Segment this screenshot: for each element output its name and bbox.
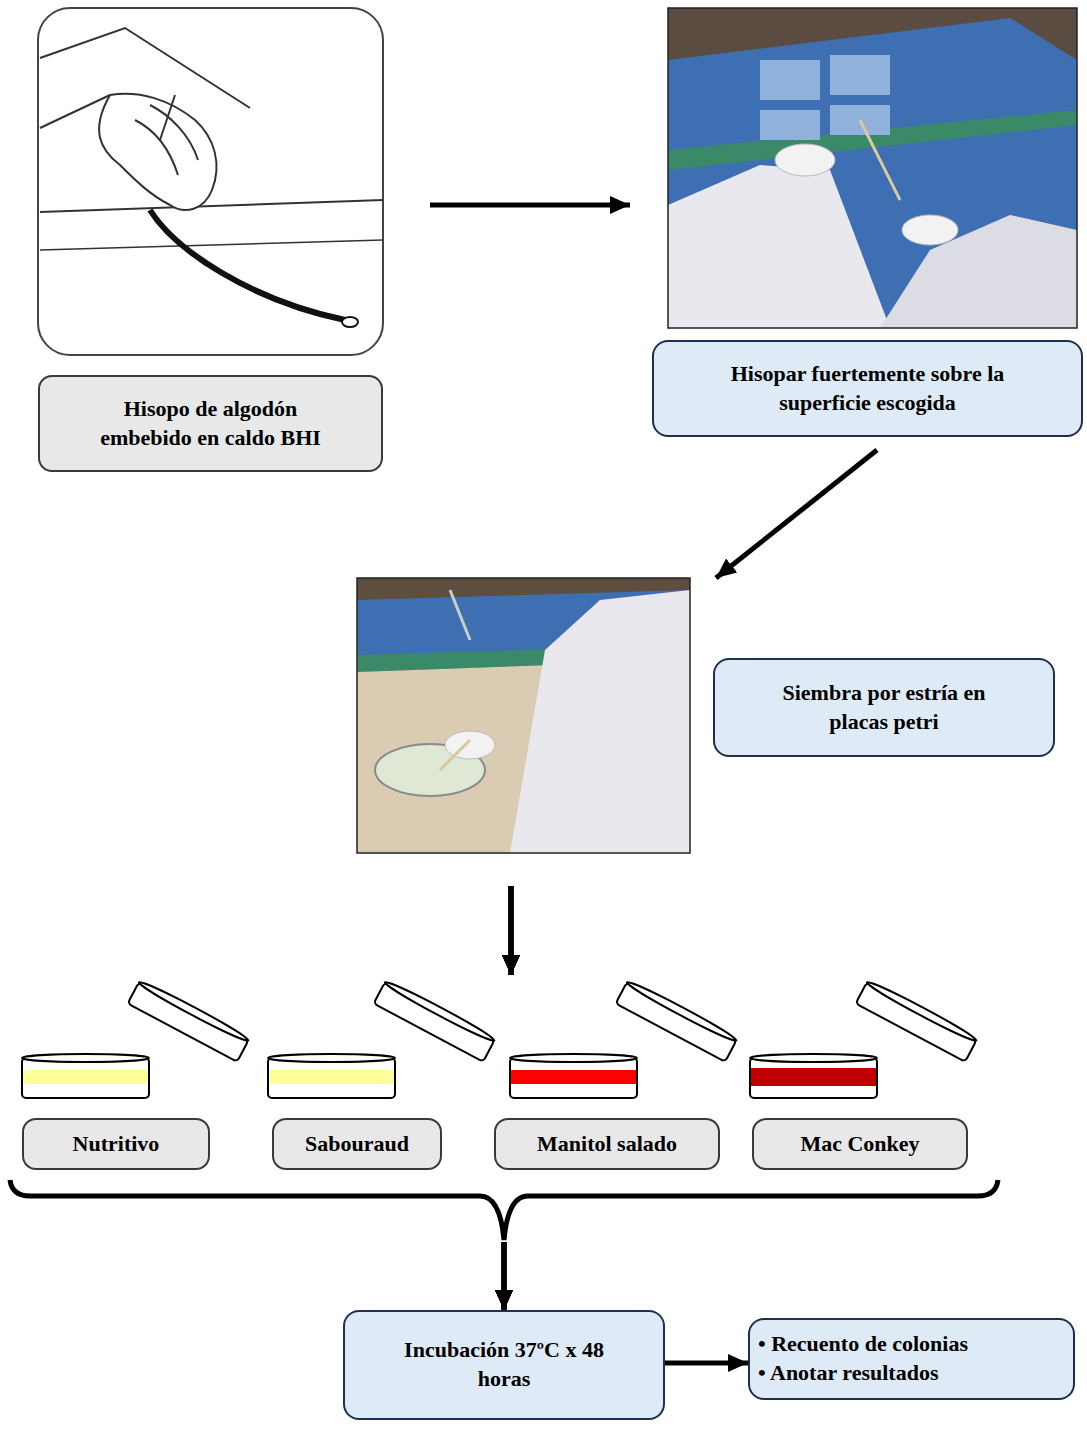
box-text: Sabouraud — [305, 1130, 409, 1159]
step-box: Hisopar fuertemente sobre la superficie … — [652, 340, 1083, 437]
box-text: Mac Conkey — [800, 1130, 919, 1159]
node-group: • Recuento de colonias• Anotar resultado… — [748, 1318, 1075, 1400]
flow-arrow — [509, 886, 514, 975]
streaking-photo — [357, 578, 690, 853]
node-group: Manitol salado — [494, 975, 736, 1172]
flow-arrow — [509, 886, 514, 975]
node-group: Incubación 37ºC x 48 horas — [343, 1310, 665, 1420]
box-text: Hisopo de algodón embebido en caldo BHI — [78, 395, 343, 452]
flow-arrow — [502, 1242, 507, 1310]
node-group: Sabouraud — [268, 975, 496, 1172]
step-box: Incubación 37ºC x 48 horas — [343, 1310, 665, 1420]
swab-sketch — [38, 8, 383, 355]
flow-arrow — [502, 1242, 507, 1310]
medium-label: Manitol salado — [494, 1118, 720, 1170]
step-box: Siembra por estría en placas petri — [713, 658, 1055, 757]
medium-label: Mac Conkey — [752, 1118, 968, 1170]
flow-arrow — [509, 886, 514, 975]
node-group: Hisopo de algodón embebido en caldo BHI — [38, 8, 430, 473]
medium-label: Nutritivo — [22, 1118, 210, 1170]
node-group: Hisopar fuertemente sobre la superficie … — [630, 8, 1085, 448]
swabbing-photo — [668, 8, 1077, 328]
node-group: Siembra por estría en placas petri — [357, 578, 1057, 884]
flow-arrow — [430, 203, 630, 208]
flow-arrow — [502, 1242, 507, 1310]
box-text: Siembra por estría en placas petri — [759, 679, 1009, 736]
flow-arrow — [502, 1242, 507, 1310]
box-text: • Anotar resultados — [758, 1359, 938, 1388]
box-text: Incubación 37ºC x 48 horas — [404, 1336, 604, 1393]
medium-label: Sabouraud — [272, 1118, 442, 1170]
box-text: Hisopar fuertemente sobre la superficie … — [695, 360, 1040, 417]
flow-arrow — [716, 450, 877, 578]
box-text: Manitol salado — [537, 1130, 677, 1159]
result-box: • Recuento de colonias• Anotar resultado… — [748, 1318, 1075, 1400]
petri-dishes — [22, 979, 978, 1098]
box-text: Nutritivo — [73, 1130, 160, 1159]
curly-brace — [10, 1180, 998, 1240]
box-text: • Recuento de colonias — [758, 1330, 968, 1359]
node-group: Nutritivo — [20, 975, 252, 1172]
flow-arrow — [509, 886, 514, 975]
caption-box: Hisopo de algodón embebido en caldo BHI — [38, 375, 383, 472]
node-group: Mac Conkey — [748, 975, 978, 1172]
flow-arrow — [665, 1361, 748, 1366]
